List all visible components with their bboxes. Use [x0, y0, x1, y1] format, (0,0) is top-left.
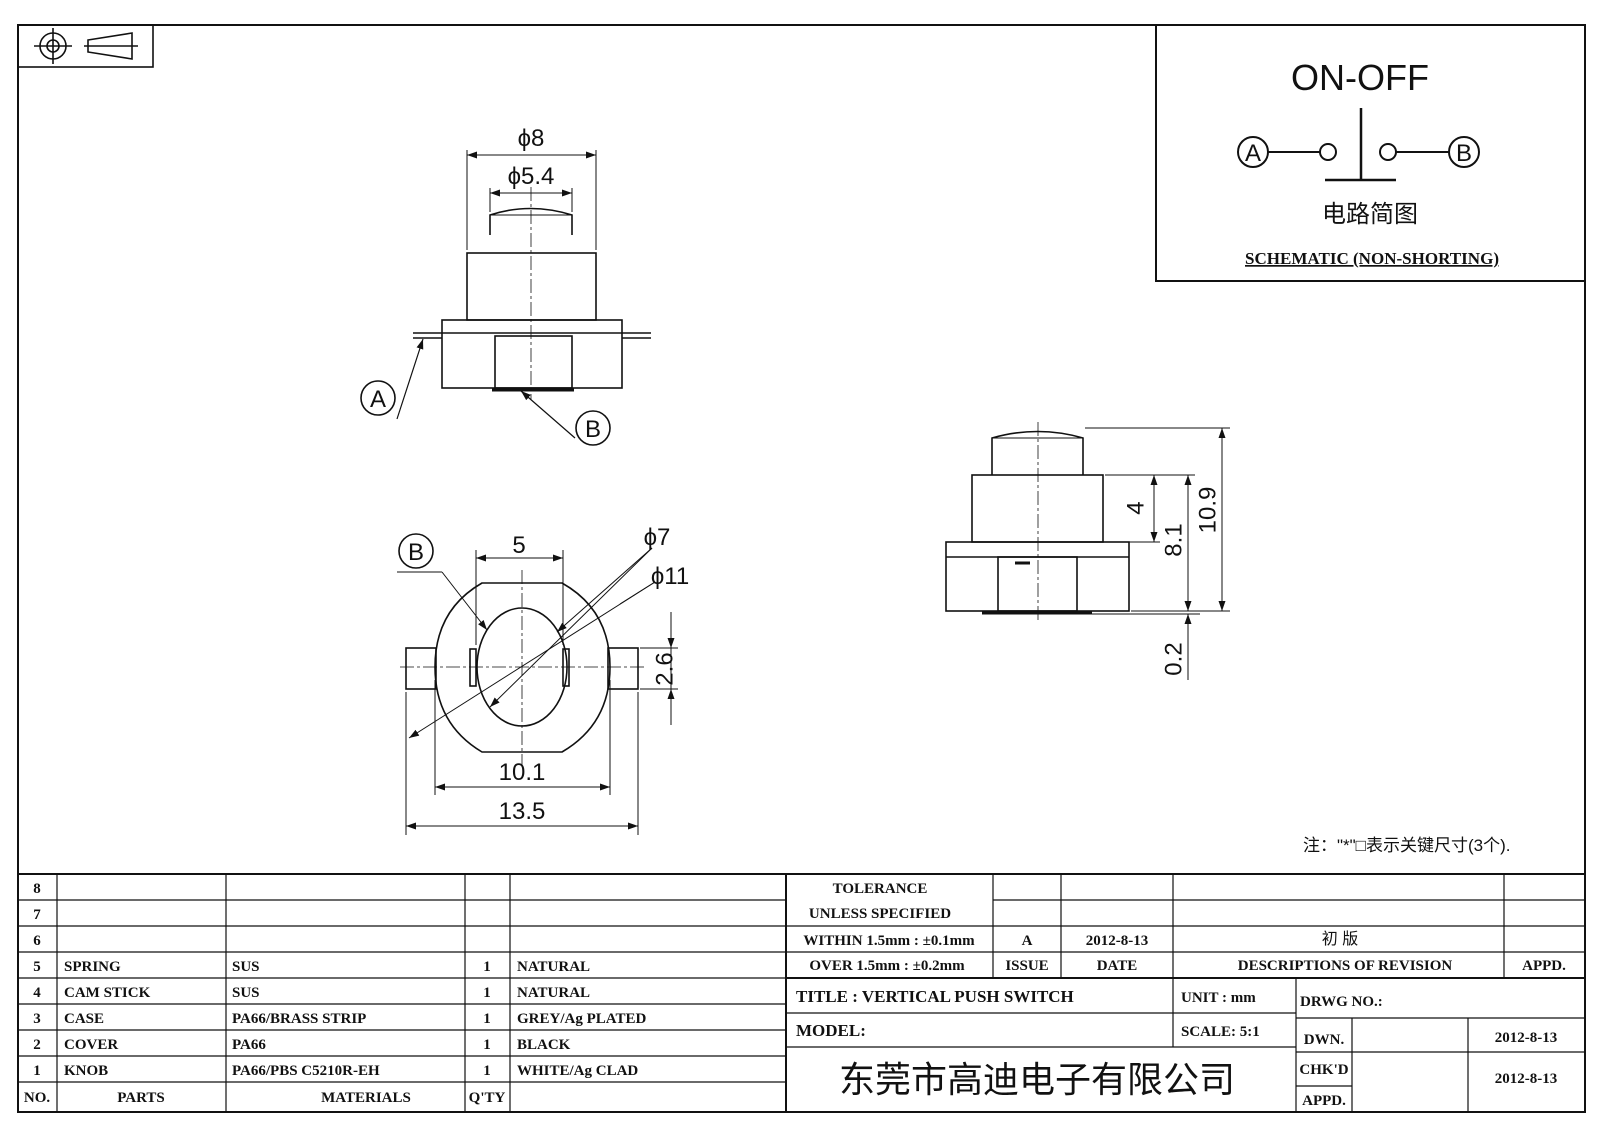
bom-row-qty: 1 — [483, 1011, 491, 1027]
bom-header-no: NO. — [24, 1090, 51, 1106]
side-view — [945, 422, 1230, 680]
bom-row-finish: BLACK — [517, 1037, 571, 1053]
front-dim-outer-dia: ϕ8 — [518, 125, 545, 152]
top-label-b: B — [408, 539, 424, 566]
drawn-by-label: DWN. — [1304, 1032, 1345, 1048]
approved-by-label: APPD. — [1302, 1093, 1346, 1109]
drawn-date: 2012-8-13 — [1495, 1030, 1558, 1046]
bom-row-finish: WHITE/Ag CLAD — [517, 1063, 638, 1079]
bom-row-part: KNOB — [64, 1063, 108, 1079]
drawing-title: TITLE : VERTICAL PUSH SWITCH — [796, 987, 1074, 1006]
bom-row-part: COVER — [64, 1037, 118, 1053]
revision-header-appd: APPD. — [1522, 958, 1566, 974]
bom-header-materials: MATERIALS — [321, 1090, 411, 1106]
top-dim-dia-7: ϕ7 — [644, 524, 671, 551]
checked-date: 2012-8-13 — [1495, 1071, 1558, 1087]
bom-row-no: 2 — [33, 1037, 41, 1053]
tolerance-line-4: OVER 1.5mm : ±0.2mm — [809, 958, 965, 974]
bom-row-qty: 1 — [483, 959, 491, 975]
checked-by-label: CHK'D — [1299, 1062, 1348, 1078]
front-view — [360, 150, 651, 446]
bom-row-no: 5 — [33, 959, 41, 975]
bom-table: 8 7 6 5 SPRING SUS 1 NATURAL 4 CAM STICK… — [24, 881, 647, 1106]
bom-row-no: 6 — [33, 933, 41, 949]
bom-row-qty: 1 — [483, 1037, 491, 1053]
revision-date: 2012-8-13 — [1086, 933, 1149, 949]
side-dim-4: 4 — [1122, 501, 1149, 514]
schematic-caption-en: SCHEMATIC (NON-SHORTING) — [1245, 249, 1499, 268]
revision-header-issue: ISSUE — [1005, 958, 1048, 974]
bom-header-qty: Q'TY — [469, 1090, 506, 1106]
sheet-border — [17, 24, 1586, 1113]
schematic-heading: ON-OFF — [1291, 57, 1429, 98]
bom-row-no: 1 — [33, 1063, 41, 1079]
tolerance-line-1: TOLERANCE — [833, 881, 928, 897]
drawing-number-label: DRWG NO.: — [1300, 994, 1383, 1010]
bom-row-part: SPRING — [64, 959, 121, 975]
top-dim-width: 5 — [512, 532, 525, 559]
tolerance-line-3: WITHIN 1.5mm : ±0.1mm — [803, 933, 975, 949]
bom-row-material: PA66/BRASS STRIP — [232, 1011, 366, 1027]
top-dim-outer: 13.5 — [499, 798, 546, 825]
front-label-a: A — [370, 386, 386, 413]
bom-row-finish: GREY/Ag PLATED — [517, 1011, 646, 1027]
top-dim-dia-11: ϕ11 — [651, 563, 689, 590]
bom-row-material: PA66/PBS C5210R-EH — [232, 1063, 380, 1079]
front-label-b: B — [585, 416, 601, 443]
bom-row-no: 4 — [33, 985, 41, 1001]
revision-description: 初 版 — [1322, 930, 1358, 948]
front-dim-inner-dia: ϕ5.4 — [508, 163, 555, 190]
side-dim-10-9: 10.9 — [1194, 487, 1221, 534]
bom-row-finish: NATURAL — [517, 959, 590, 975]
schematic-panel: ON-OFF A B 电路简图 SCHEMATIC (NON-SHORTING) — [1155, 24, 1586, 282]
bom-row-material: PA66 — [232, 1037, 266, 1053]
side-dim-0-2: 0.2 — [1160, 642, 1187, 675]
revision-header-desc: DESCRIPTIONS OF REVISION — [1238, 958, 1453, 974]
terminal-a-label: A — [1245, 140, 1261, 167]
bom-row-part: CASE — [64, 1011, 104, 1027]
projection-symbol — [17, 24, 154, 68]
bom-row-qty: 1 — [483, 1063, 491, 1079]
key-dimension-note: 注："*"□表示关键尺寸(3个). — [1303, 836, 1510, 855]
model-label: MODEL: — [796, 1021, 866, 1040]
bom-row-no: 7 — [33, 907, 41, 923]
title-block-grid — [18, 873, 1585, 1112]
unit-label: UNIT : mm — [1181, 990, 1256, 1006]
revision-issue: A — [1022, 933, 1033, 949]
bom-row-material: SUS — [232, 985, 260, 1001]
top-view — [397, 533, 678, 835]
revision-header-date: DATE — [1097, 958, 1138, 974]
top-dim-pin: 2.6 — [651, 652, 678, 685]
bom-row-no: 8 — [33, 881, 41, 897]
bom-row-no: 3 — [33, 1011, 41, 1027]
bom-row-finish: NATURAL — [517, 985, 590, 1001]
company-name: 东莞市高迪电子有限公司 — [839, 1059, 1235, 1100]
bom-row-part: CAM STICK — [64, 985, 151, 1001]
top-dim-inner: 10.1 — [499, 759, 546, 786]
tolerance-line-2: UNLESS SPECIFIED — [809, 906, 951, 922]
bom-header-parts: PARTS — [117, 1090, 165, 1106]
side-dim-8-1: 8.1 — [1160, 523, 1187, 556]
terminal-b-label: B — [1456, 140, 1472, 167]
bom-row-material: SUS — [232, 959, 260, 975]
scale-label: SCALE: 5:1 — [1181, 1024, 1260, 1040]
schematic-caption-cn: 电路简图 — [1322, 201, 1418, 228]
bom-row-qty: 1 — [483, 985, 491, 1001]
